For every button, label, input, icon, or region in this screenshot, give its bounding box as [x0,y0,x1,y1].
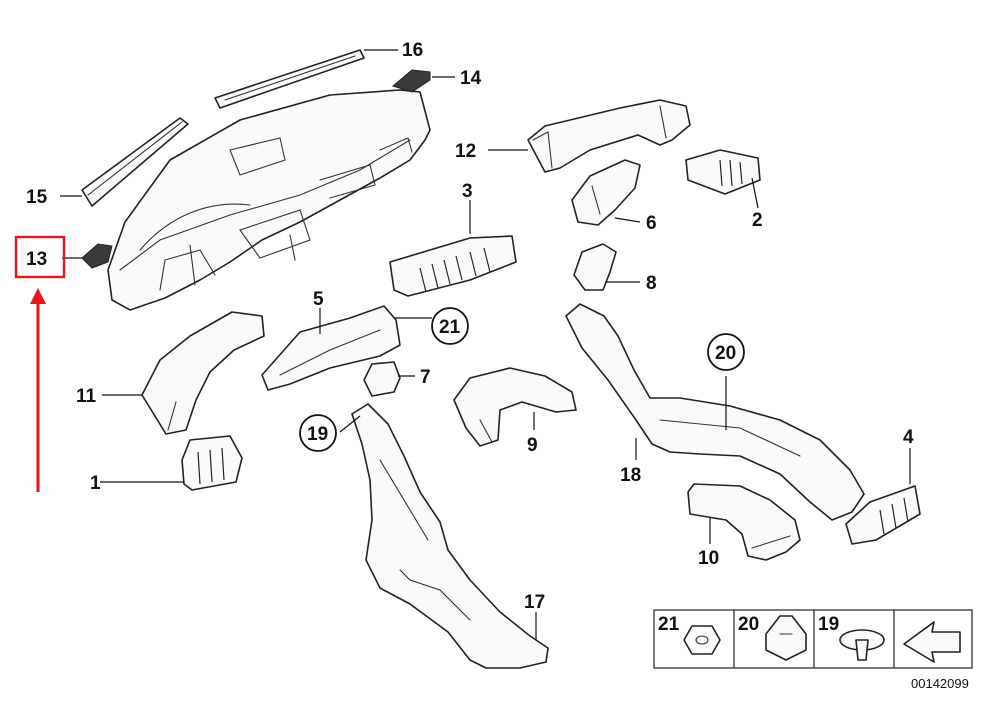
callout-7: 7 [420,367,431,388]
part-15-side-defroster [60,117,189,207]
callout-11: 11 [76,386,97,407]
part-17-floor-duct [339,403,549,669]
part-18-rear-duct [565,303,865,521]
diagram-id: 00142099 [911,676,969,691]
dashboard-panel [107,89,431,311]
callout-19-circle: 19 [299,414,337,452]
part-6-duct-piece [571,159,641,226]
callout-9: 9 [527,435,538,456]
legend-20-label: 20 [738,614,759,635]
callout-5: 5 [313,289,324,310]
callout-20-circle: 20 [707,333,745,371]
callout-1: 1 [90,473,101,494]
nut-21-icon [683,625,721,655]
legend-21-label: 21 [658,614,680,635]
callout-13: 13 [26,249,47,270]
red-indicator-arrow [30,288,46,492]
part-10-duct [687,483,801,561]
fastener-legend: 21 20 19 [653,609,973,669]
svg-text:21: 21 [439,317,461,338]
part-3-center-vent [389,200,517,297]
part-7-duct-piece [363,361,415,397]
part-4-rear-vent [845,448,921,545]
part-8-duct-piece [573,243,640,291]
callout-18: 18 [620,465,641,486]
arrow-symbol-icon [903,621,961,663]
callout-10: 10 [698,548,719,569]
callout-15: 15 [26,187,48,208]
legend-19-label: 19 [818,614,839,635]
callout-21-circle: 21 [431,307,469,345]
callout-6: 6 [646,213,657,234]
part-1-vent [100,435,243,491]
highlight-box-13 [14,235,66,279]
callout-2: 2 [752,210,763,231]
callout-16: 16 [402,40,423,61]
part-2-vent [685,149,761,209]
clip-19-icon [839,629,885,661]
part-16-defroster-vent [214,49,398,109]
callout-14: 14 [460,68,482,89]
callout-17: 17 [524,592,545,613]
nut-20-icon [765,615,807,661]
part-12-upper-duct [488,99,691,173]
callout-3: 3 [462,181,473,202]
callout-4: 4 [903,427,914,448]
svg-text:19: 19 [307,424,328,445]
part-14-small-vent [391,69,455,93]
part-11-side-duct [102,311,265,435]
part-13-small-vent [62,243,113,269]
part-9-duct [453,367,577,447]
callout-12: 12 [455,141,476,162]
callout-8: 8 [646,273,657,294]
svg-text:20: 20 [715,343,736,364]
part-5-duct [261,305,432,391]
